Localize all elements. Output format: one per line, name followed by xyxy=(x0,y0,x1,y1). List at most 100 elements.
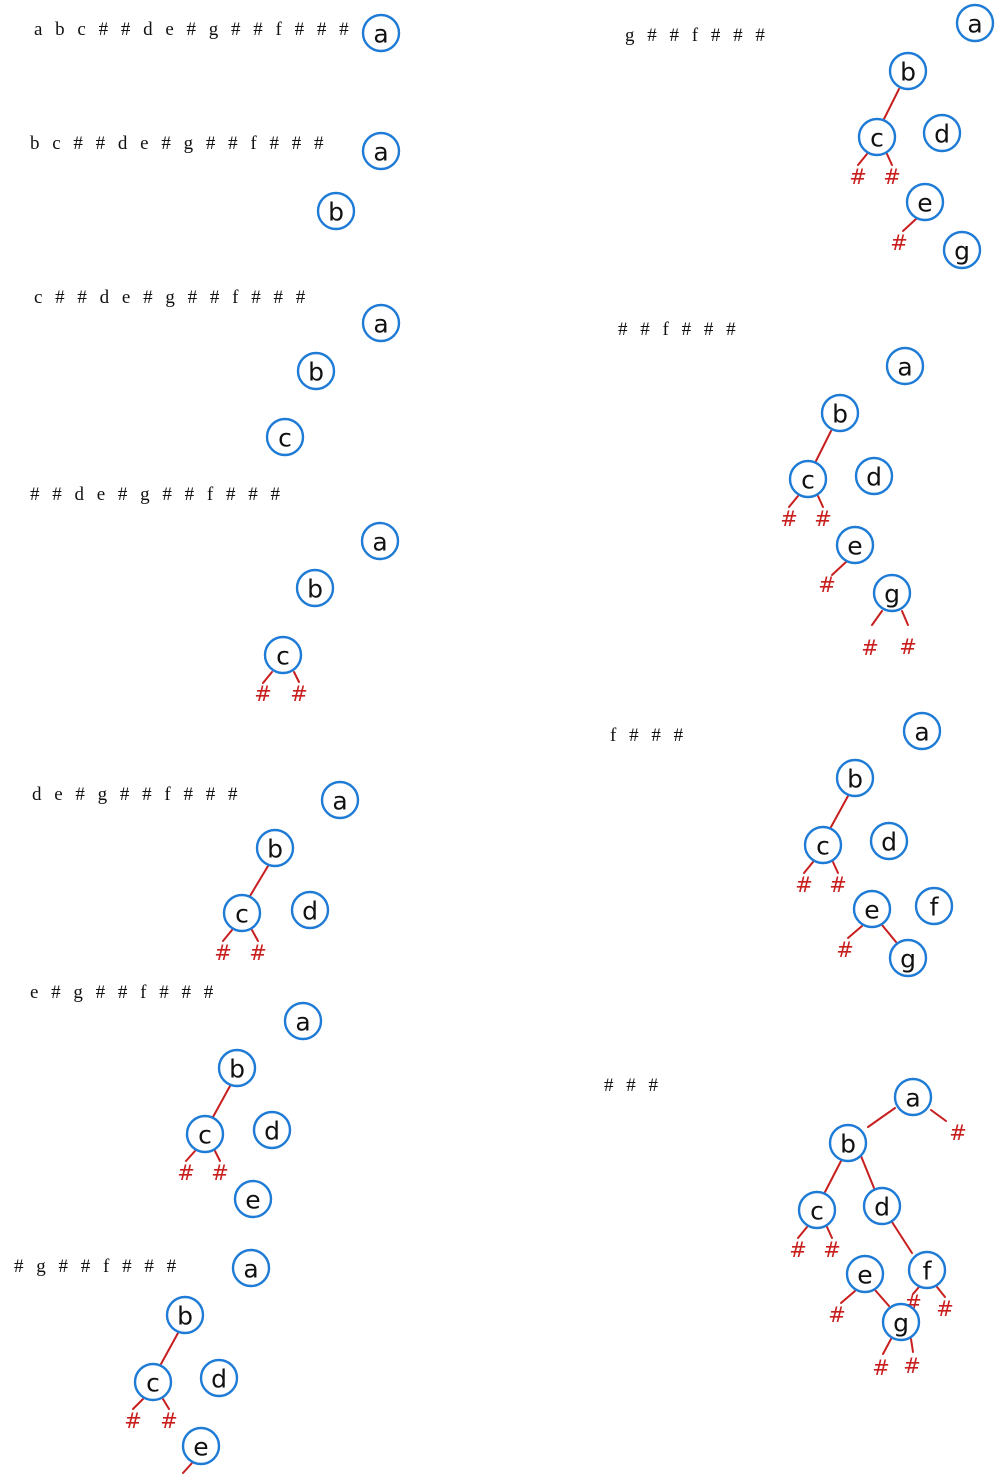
node-circle xyxy=(905,182,945,222)
tree-node-b: b xyxy=(296,351,336,391)
tree-edge xyxy=(930,1109,947,1122)
sequence-label-step-2: b c # # d e # g # # f # # # xyxy=(30,133,328,154)
tree-edge xyxy=(185,1150,196,1162)
tree-edge xyxy=(249,865,269,897)
tree-edge xyxy=(867,1107,896,1128)
tree-edge xyxy=(815,430,832,462)
tree-node-b: b xyxy=(820,393,860,433)
tree-snapshot-step-2: ab xyxy=(316,131,401,231)
node-label: a xyxy=(372,528,387,557)
node-circle xyxy=(222,893,262,933)
node-label: e xyxy=(847,532,862,561)
tree-node-f: f xyxy=(907,1250,947,1290)
node-label: e xyxy=(193,1433,208,1462)
node-label: a xyxy=(373,138,388,167)
null-child-marker: # xyxy=(903,1354,921,1378)
node-label: d xyxy=(881,828,897,857)
tree-edge xyxy=(857,153,868,166)
tree-node-e: e xyxy=(845,1254,885,1294)
tree-node-d: d xyxy=(922,113,962,153)
null-child-marker: # xyxy=(829,873,847,897)
node-circle xyxy=(872,573,912,613)
node-label: b xyxy=(177,1302,193,1331)
tree-edge xyxy=(830,795,849,828)
tree-edge xyxy=(840,1290,856,1304)
tree-edge xyxy=(162,1398,170,1410)
tree-node-e: e xyxy=(835,525,875,565)
null-child-marker: # xyxy=(823,1238,841,1262)
tree-node-b: b xyxy=(828,1123,868,1163)
sequence-label-step-8: g # # f # # # xyxy=(625,25,769,46)
tree-node-c: c xyxy=(265,417,305,457)
node-label: e xyxy=(864,896,879,925)
tree-node-c: c xyxy=(133,1362,173,1402)
tree-node-a: a xyxy=(885,346,925,386)
tree-node-f: f xyxy=(914,886,954,926)
node-circle xyxy=(852,889,892,929)
node-label: c xyxy=(870,124,884,153)
node-circle xyxy=(845,1254,885,1294)
node-circle xyxy=(955,3,995,43)
tree-edge xyxy=(901,610,909,626)
node-label: g xyxy=(893,1309,909,1338)
tree-edge xyxy=(262,671,273,684)
tree-node-c: c xyxy=(857,117,897,157)
sequence-label-step-5: d e # g # # f # # # xyxy=(32,784,242,805)
node-label: g xyxy=(954,237,970,266)
tree-node-d: d xyxy=(869,821,909,861)
null-child-marker: # xyxy=(780,507,798,531)
node-circle xyxy=(828,1123,868,1163)
tree-node-c: c xyxy=(263,635,303,675)
node-circle xyxy=(133,1362,173,1402)
tree-node-a: a xyxy=(360,521,400,561)
tree-edge xyxy=(871,610,883,626)
tree-node-c: c xyxy=(222,893,262,933)
node-circle xyxy=(165,1295,205,1335)
node-label: b xyxy=(847,765,863,794)
tree-edge xyxy=(293,671,300,683)
tree-node-d: d xyxy=(199,1358,239,1398)
node-label: a xyxy=(905,1084,920,1113)
sequence-label-step-6: e # g # # f # # # xyxy=(30,982,218,1003)
node-label: e xyxy=(857,1261,872,1290)
null-child-marker: # xyxy=(814,507,832,531)
node-circle xyxy=(888,938,928,978)
sequence-label-step-1: a b c # # d e # g # # f # # # xyxy=(34,19,353,40)
node-label: c xyxy=(816,832,830,861)
node-circle xyxy=(854,456,894,496)
null-child-marker: # xyxy=(849,165,867,189)
node-circle xyxy=(862,1186,902,1226)
null-child-marker: # xyxy=(160,1409,178,1433)
node-label: b xyxy=(229,1055,245,1084)
node-circle xyxy=(835,758,875,798)
tree-node-a: a xyxy=(283,1001,323,1041)
tree-node-b: b xyxy=(217,1048,257,1088)
null-child-marker: # xyxy=(124,1409,142,1433)
node-circle xyxy=(942,230,982,270)
null-child-marker: # xyxy=(949,1121,967,1145)
node-label: b xyxy=(840,1130,856,1159)
tree-edge xyxy=(160,1332,179,1365)
node-circle xyxy=(295,568,335,608)
tree-node-g: g xyxy=(872,573,912,613)
tree-node-g: g xyxy=(942,230,982,270)
node-label: a xyxy=(967,10,982,39)
null-child-marker: # xyxy=(789,1238,807,1262)
tree-node-b: b xyxy=(316,191,356,231)
node-label: d xyxy=(211,1365,227,1394)
node-circle xyxy=(265,417,305,457)
node-label: c xyxy=(810,1197,824,1226)
tree-node-e: e xyxy=(181,1426,221,1466)
null-child-marker: # xyxy=(861,636,879,660)
null-child-marker: # xyxy=(872,1356,890,1380)
node-label: b xyxy=(900,58,916,87)
tree-node-e: e xyxy=(233,1179,273,1219)
tree-node-g: g xyxy=(888,938,928,978)
tree-edge xyxy=(910,1338,914,1353)
null-child-marker: # xyxy=(211,1161,229,1185)
node-label: a xyxy=(373,20,388,49)
tree-edge xyxy=(222,929,233,942)
